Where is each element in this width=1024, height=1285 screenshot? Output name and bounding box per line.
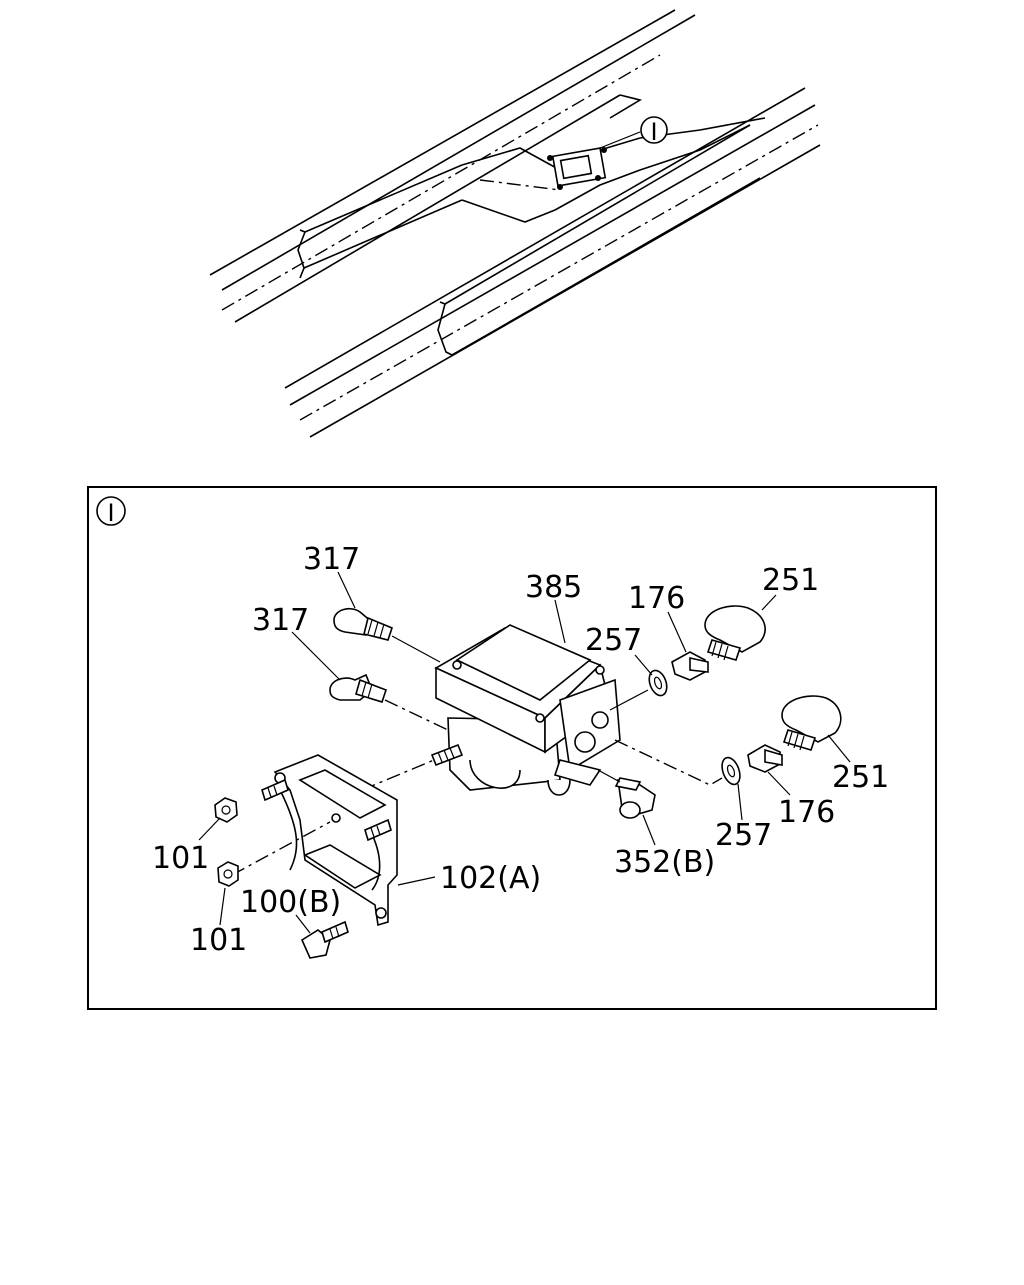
frame-rail-right xyxy=(284,87,821,438)
leader-102a xyxy=(397,876,436,886)
washer-257-top xyxy=(648,669,668,697)
leader-176-top xyxy=(667,611,687,653)
elbow-fitting-352b xyxy=(614,777,656,819)
washer-257-bottom xyxy=(721,756,741,786)
label-257-bottom: 257 xyxy=(715,818,772,853)
nut-alignment-line xyxy=(231,821,331,876)
leader-101-top xyxy=(198,817,221,841)
label-176-bottom: 176 xyxy=(778,795,835,830)
label-257-top: 257 xyxy=(585,623,642,658)
leader-257-top xyxy=(634,654,653,676)
bracket-102a xyxy=(273,754,398,927)
label-102a: 102(A) xyxy=(440,861,541,896)
label-352b: 352(B) xyxy=(614,845,715,880)
nut-101-top xyxy=(214,797,238,823)
leader-352b xyxy=(642,814,656,846)
leader-101-bottom xyxy=(219,887,226,926)
fitting-176-top xyxy=(671,651,709,681)
elbow-fitting-317-mid xyxy=(329,673,388,703)
label-101-top: 101 xyxy=(152,841,209,876)
label-176-top: 176 xyxy=(628,581,685,616)
nut-101-bottom xyxy=(217,861,239,887)
label-251-top: 251 xyxy=(762,563,819,598)
leader-257-bottom xyxy=(737,783,743,821)
bracket-stud-bottom xyxy=(364,818,392,842)
label-251-bottom: 251 xyxy=(832,760,889,795)
elbow-fitting-317-top xyxy=(333,608,393,641)
label-317-top: 317 xyxy=(303,542,360,577)
label-101-bottom: 101 xyxy=(190,923,247,958)
leader-385 xyxy=(554,599,566,644)
leader-176-bottom xyxy=(767,771,791,796)
valve-location xyxy=(547,131,641,190)
leader-257-bottom-to-valve xyxy=(614,739,723,786)
detail-marker-callout xyxy=(640,116,668,144)
valve-mounting-stud xyxy=(430,743,464,767)
detail-marker-callout-text: I xyxy=(650,118,657,146)
fitting-176-bottom xyxy=(747,744,783,773)
leader-317-mid xyxy=(291,631,341,681)
leader-257-top-to-valve xyxy=(609,689,649,711)
leader-317-top-to-valve xyxy=(391,635,441,663)
label-100b: 100(B) xyxy=(240,885,341,920)
valve-body-385 xyxy=(434,624,621,796)
bolt-100b xyxy=(300,920,349,959)
leader-317-top xyxy=(337,571,356,609)
leader-251-top xyxy=(761,594,777,611)
detail-marker-text: I xyxy=(107,499,114,527)
elbow-fitting-251-top xyxy=(704,605,766,661)
leader-251-bottom xyxy=(827,734,851,763)
chassis-frame-overview: I xyxy=(209,9,821,438)
label-317-mid: 317 xyxy=(252,603,309,638)
leader-317-mid-to-valve xyxy=(384,699,449,731)
detail-frame xyxy=(87,486,937,1010)
label-385: 385 xyxy=(525,570,582,605)
leader-100b xyxy=(295,914,311,934)
leader-352b-to-valve xyxy=(597,769,621,783)
stud-alignment-line xyxy=(361,759,435,791)
frame-rail-left xyxy=(209,9,696,323)
elbow-fitting-251-bottom xyxy=(781,695,842,751)
bracket-stud-top xyxy=(261,778,289,802)
detail-marker xyxy=(96,496,126,526)
